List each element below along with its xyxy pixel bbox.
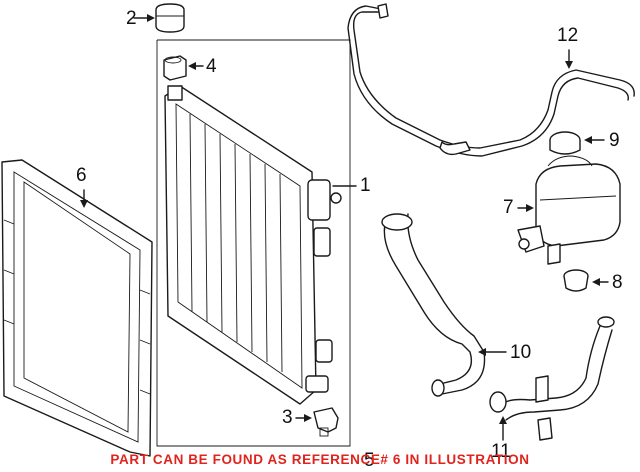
part-10-hose <box>381 213 507 397</box>
part-12-pipe <box>347 3 635 157</box>
part-6-condenser <box>1 159 153 457</box>
part-7-tank <box>517 155 621 265</box>
part-3-bracket <box>295 407 339 437</box>
callout-10: 10 <box>510 342 532 363</box>
callout-3: 3 <box>282 407 293 428</box>
callout-2: 2 <box>126 8 137 29</box>
part-9-cap <box>549 131 605 155</box>
callout-7: 7 <box>503 197 514 218</box>
callout-9: 9 <box>609 130 620 151</box>
part-8-grommet <box>563 269 609 292</box>
callout-5: 5 <box>364 450 375 471</box>
callout-8: 8 <box>612 272 623 293</box>
part-4-mount <box>163 55 204 81</box>
callout-11: 11 <box>491 441 511 462</box>
part-2-cap <box>133 3 185 33</box>
callout-1: 1 <box>360 175 371 196</box>
reference-notice: PART CAN BE FOUND AS REFERENCE# 6 IN ILL… <box>110 452 530 467</box>
part-1-radiator <box>156 39 351 447</box>
part-11-hose <box>489 316 615 441</box>
callout-4: 4 <box>206 56 217 77</box>
leaders <box>80 185 357 208</box>
callout-12: 12 <box>557 25 579 46</box>
callout-6: 6 <box>76 165 87 186</box>
